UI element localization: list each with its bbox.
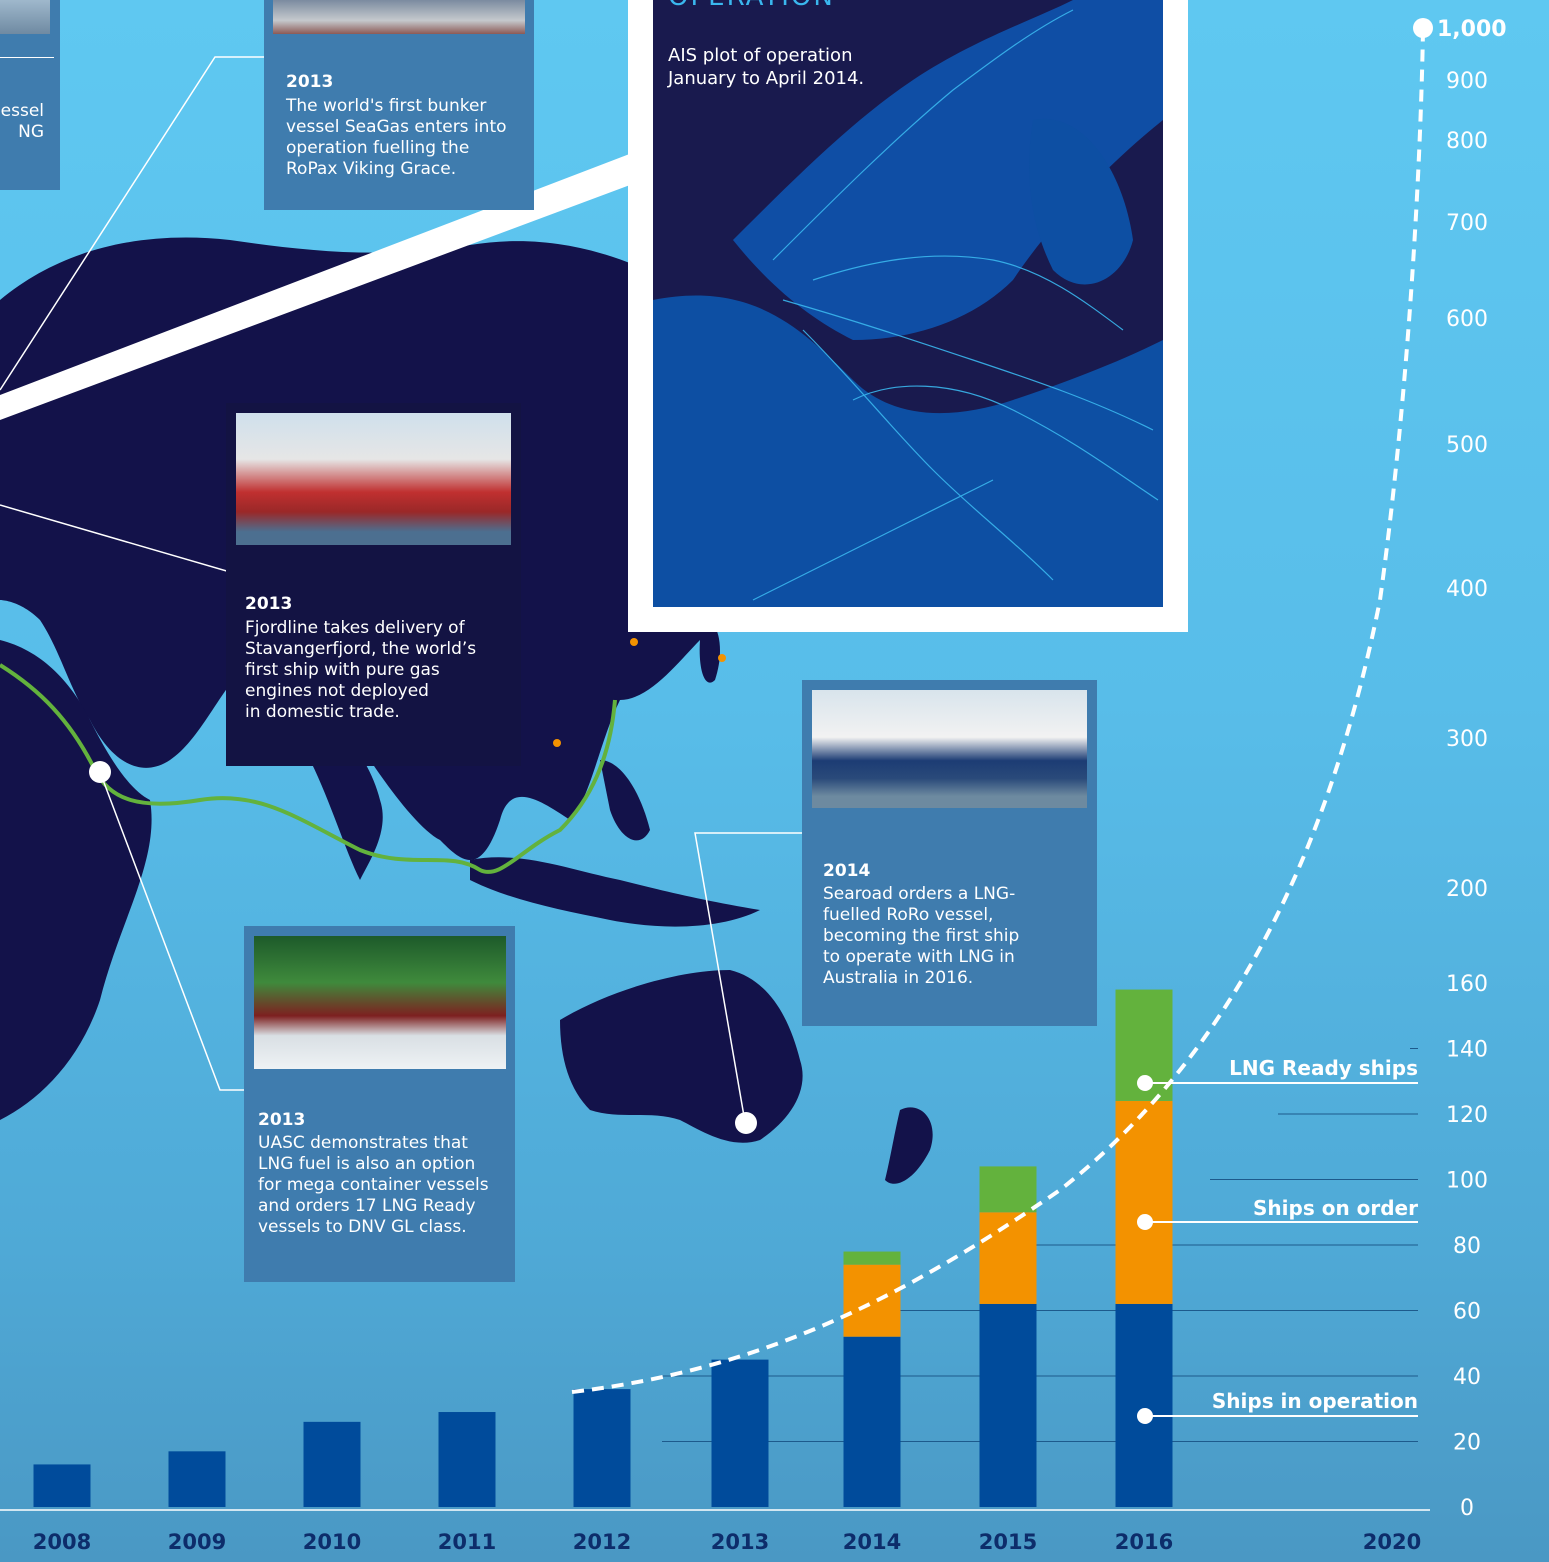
africa-shape [0,640,152,1120]
ship-photo [812,690,1087,808]
event-card-uasc: 2013 UASC demonstrates that LNG fuel is … [244,926,515,1282]
y-tick-label: 40 [1453,1365,1481,1390]
ship-photo [273,0,525,34]
port-dot [718,654,726,662]
card-text: UASC demonstrates that LNG fuel is also … [258,1133,489,1237]
bar-operation-2013 [711,1359,769,1507]
y-tick-label: 600 [1446,307,1488,332]
y-tick-label: 400 [1446,577,1488,602]
bar-operation-2012 [573,1389,631,1507]
bar-operation-2010 [303,1421,361,1507]
inset-pointer [0,150,640,420]
bar-lng-ready-2015 [979,1166,1037,1213]
card-text: Fjordline takes delivery of Stavangerfjo… [245,618,477,722]
bar-on-order-2016 [1115,1100,1173,1304]
bar-operation-2011 [438,1412,496,1507]
y-tick-label: 0 [1460,1496,1474,1521]
y-tick-label: 900 [1446,69,1488,94]
x-tick-label: 2020 [1363,1530,1421,1554]
x-tick-label: 2008 [33,1530,91,1554]
card-divider [0,57,54,58]
card-text: essel NG [0,101,44,142]
y-tick-label: 300 [1446,727,1488,752]
philippines-shape [600,760,650,841]
card-year: 2013 [286,72,334,92]
legend-dot [1137,1075,1153,1091]
y-tick-label: 160 [1446,972,1488,997]
bar-operation-2008 [33,1464,91,1507]
trend-curve [571,29,1425,1394]
y-tick-label: 800 [1446,129,1488,154]
legend-label: Ships on order [1253,1196,1418,1220]
inset-map: OPERATION AIS plot of operation January … [653,0,1163,607]
x-tick-label: 2016 [1115,1530,1173,1554]
y-tick-label: 60 [1453,1300,1481,1325]
event-card-fjordline: 2013 Fjordline takes delivery of Stavang… [226,403,521,766]
bar-operation-2009 [168,1451,226,1507]
new-zealand-shape [885,1107,933,1184]
inset-title: OPERATION [668,0,835,12]
ais-plot [653,0,1163,607]
y-tick-label: 120 [1446,1103,1488,1128]
y-tick-label: 200 [1446,877,1488,902]
port-dot [630,638,638,646]
inset-caption: AIS plot of operation January to April 2… [668,45,865,89]
card-year: 2013 [245,594,293,614]
y-tick-label: 500 [1446,433,1488,458]
bar-operation-2015 [979,1303,1037,1507]
bar-on-order-2014 [843,1264,901,1337]
card-text: The world's first bunker vessel SeaGas e… [286,96,507,179]
ship-photo [0,0,50,34]
marker-searoad [735,1112,757,1134]
x-tick-label: 2013 [711,1530,769,1554]
bar-operation-2016 [1115,1303,1173,1507]
event-card-cropped: essel NG [0,0,60,190]
y-tick-label: 100 [1446,1169,1488,1194]
legend-label: Ships in operation [1212,1389,1418,1413]
y-tick-label: 80 [1453,1234,1481,1259]
bar-lng-ready-2014 [843,1251,901,1265]
event-card-searoad: 2014 Searoad orders a LNG- fuelled RoRo … [802,680,1097,1026]
legend-dot [1137,1408,1153,1424]
bar-on-order-2015 [979,1212,1037,1304]
legend-label: LNG Ready ships [1229,1056,1418,1080]
x-tick-label: 2010 [303,1530,361,1554]
x-tick-label: 2015 [979,1530,1037,1554]
inset-frame: OPERATION AIS plot of operation January … [628,0,1188,632]
x-tick-label: 2014 [843,1530,901,1554]
x-tick-label: 2009 [168,1530,226,1554]
y-tick-label: 1,000 [1437,17,1507,42]
legend-dot [1137,1214,1153,1230]
x-tick-label: 2011 [438,1530,496,1554]
card-year: 2014 [823,861,871,881]
australia-shape [560,970,803,1143]
y-tick-label: 700 [1446,211,1488,236]
bar-operation-2014 [843,1336,901,1507]
y-tick-label: 20 [1453,1431,1481,1456]
event-card-seagas: 2013 The world's first bunker vessel Sea… [264,0,534,210]
marker-uasc [89,761,111,783]
x-tick-label: 2012 [573,1530,631,1554]
ship-photo [236,413,511,545]
card-year: 2013 [258,1110,306,1130]
port-dot [553,739,561,747]
indonesia-shape [470,857,760,927]
ship-photo [254,936,506,1069]
trend-endpoint [1413,18,1433,38]
y-tick-label: 140 [1446,1038,1488,1063]
card-text: Searoad orders a LNG- fuelled RoRo vesse… [823,884,1020,988]
